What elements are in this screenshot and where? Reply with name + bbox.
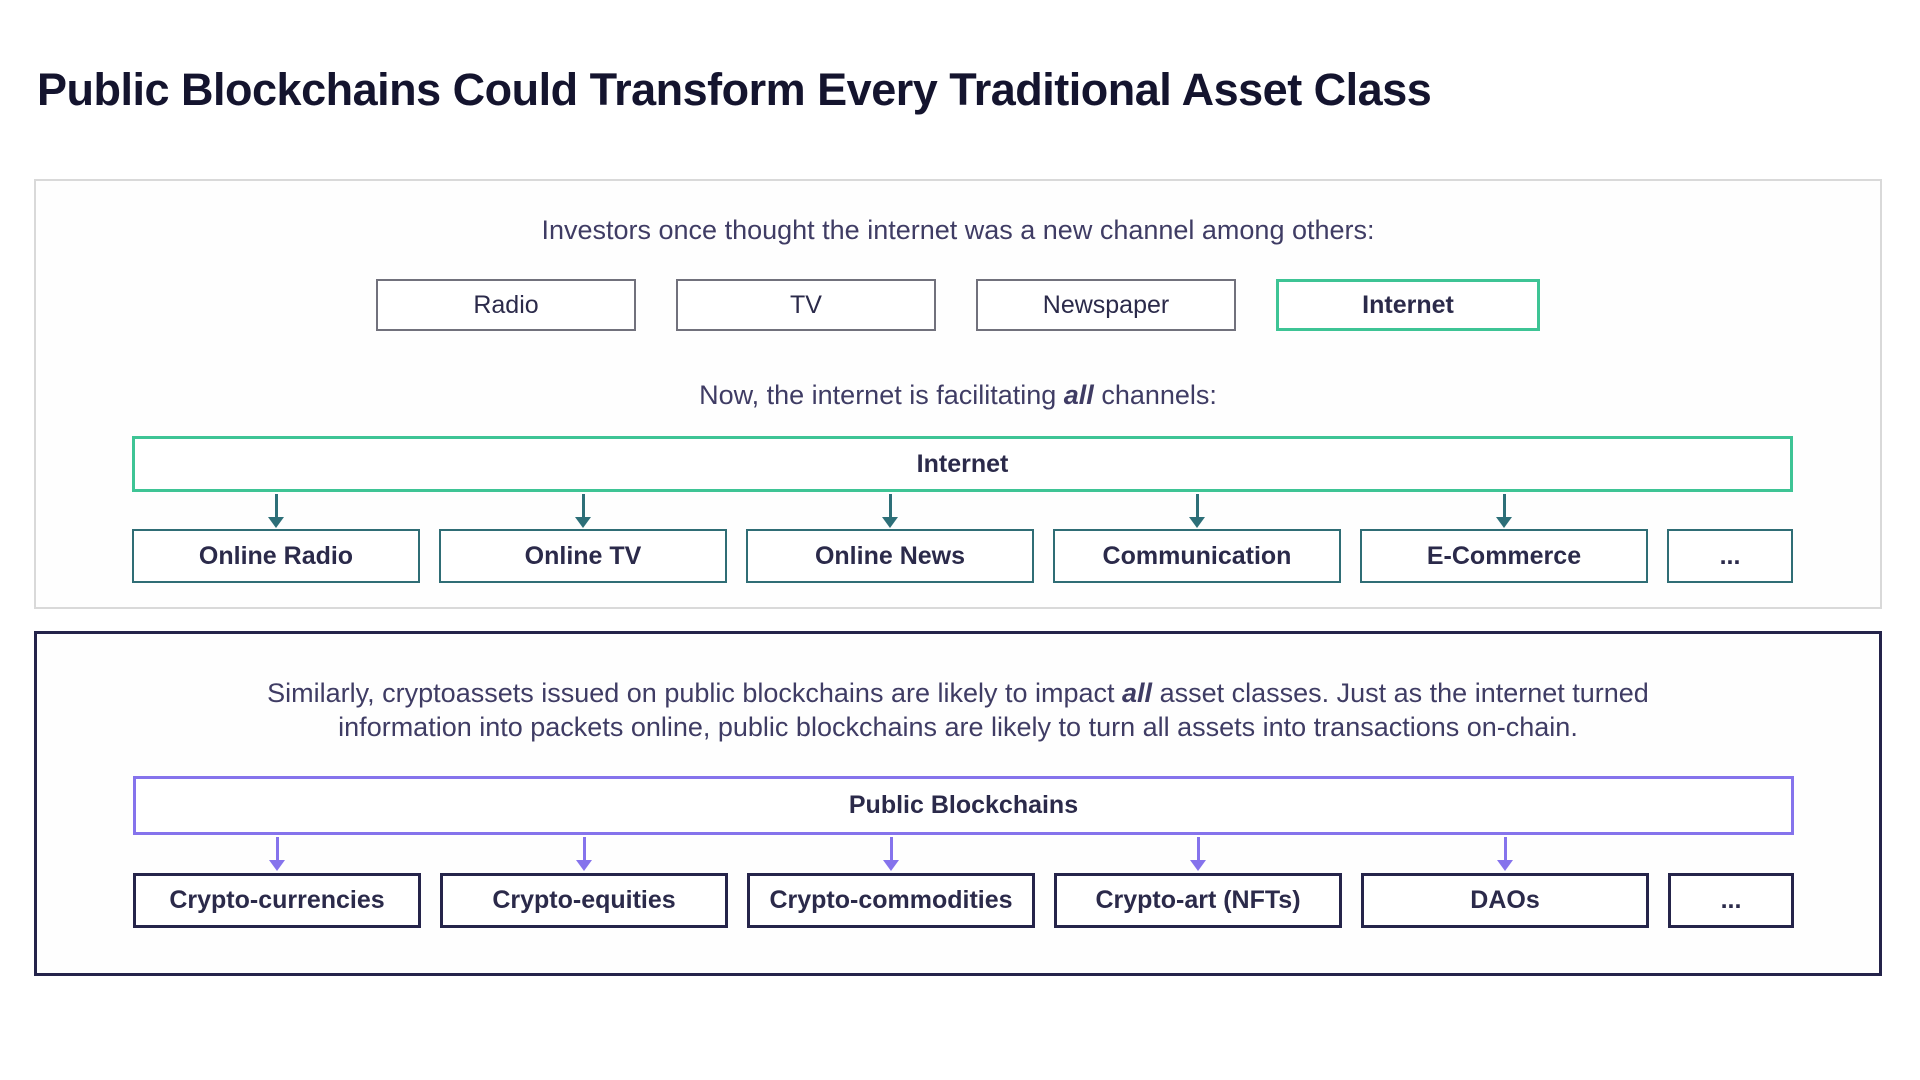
arrow-cell xyxy=(747,837,1035,871)
arrow-cell xyxy=(132,494,420,528)
down-arrow-icon xyxy=(1189,494,1205,528)
channel-label: Newspaper xyxy=(1042,290,1170,319)
asset-label: Crypto-equities xyxy=(492,886,676,914)
arrow-cell xyxy=(1360,494,1648,528)
arrow-cell-empty xyxy=(1667,494,1793,528)
arrow-cell xyxy=(1361,837,1649,871)
arrow-cell xyxy=(1054,837,1342,871)
channel-box-newspaper: Newspaper xyxy=(976,279,1236,331)
asset-label: DAOs xyxy=(1470,886,1540,914)
now-line-emphasis: all xyxy=(1063,380,1094,410)
internet-hub-label: Internet xyxy=(916,449,1009,478)
channel-label: Radio xyxy=(473,290,539,319)
blockchain-hub-label: Public Blockchains xyxy=(848,791,1079,819)
internet-child-online-news: Online News xyxy=(746,529,1034,583)
down-arrow-icon xyxy=(1190,837,1206,871)
legacy-channels-row: Radio TV Newspaper Internet xyxy=(36,279,1880,331)
child-label: E-Commerce xyxy=(1426,541,1582,570)
internet-child-ecommerce: E-Commerce xyxy=(1360,529,1648,583)
internet-child-online-radio: Online Radio xyxy=(132,529,420,583)
down-arrow-icon xyxy=(883,837,899,871)
arrow-cell xyxy=(439,494,727,528)
internet-now-text: Now, the internet is facilitating all ch… xyxy=(36,378,1880,412)
asset-label: ... xyxy=(1720,886,1742,914)
asset-label: Crypto-currencies xyxy=(169,886,385,914)
blockchain-intro-line1: Similarly, cryptoassets issued on public… xyxy=(37,676,1879,710)
asset-box-crypto-currencies: Crypto-currencies xyxy=(133,873,421,928)
asset-label: Crypto-art (NFTs) xyxy=(1095,886,1301,914)
asset-label: Crypto-commodities xyxy=(769,886,1013,914)
internet-children-row: Online Radio Online TV Online News Commu… xyxy=(132,529,1793,583)
down-arrow-icon xyxy=(1497,837,1513,871)
channel-box-tv: TV xyxy=(676,279,936,331)
down-arrow-icon xyxy=(575,494,591,528)
blockchain-children-row: Crypto-currencies Crypto-equities Crypto… xyxy=(133,873,1794,928)
channel-box-internet: Internet xyxy=(1276,279,1540,331)
child-label: Online News xyxy=(814,541,966,570)
asset-box-daos: DAOs xyxy=(1361,873,1649,928)
down-arrow-icon xyxy=(1496,494,1512,528)
internet-intro-line: Investors once thought the internet was … xyxy=(541,215,1375,245)
down-arrow-icon xyxy=(269,837,285,871)
arrow-cell xyxy=(1053,494,1341,528)
intro-line1-prefix: Similarly, cryptoassets issued on public… xyxy=(267,678,1123,708)
child-label: Online Radio xyxy=(198,541,354,570)
internet-panel: Investors once thought the internet was … xyxy=(34,179,1882,609)
page-title: Public Blockchains Could Transform Every… xyxy=(37,64,1432,115)
intro-line1-emphasis: all xyxy=(1122,678,1153,708)
internet-arrows-row xyxy=(132,494,1793,528)
child-label: Online TV xyxy=(524,541,642,570)
internet-child-online-tv: Online TV xyxy=(439,529,727,583)
down-arrow-icon xyxy=(576,837,592,871)
channel-box-radio: Radio xyxy=(376,279,636,331)
asset-box-ellipsis: ... xyxy=(1668,873,1794,928)
child-label: Communication xyxy=(1102,541,1292,570)
arrow-cell xyxy=(746,494,1034,528)
blockchain-intro-text: Similarly, cryptoassets issued on public… xyxy=(37,676,1879,744)
internet-intro-text: Investors once thought the internet was … xyxy=(36,213,1880,247)
channel-label: Internet xyxy=(1362,290,1454,319)
blockchain-intro-line2: information into packets online, public … xyxy=(338,712,1578,742)
asset-box-crypto-art-nfts: Crypto-art (NFTs) xyxy=(1054,873,1342,928)
now-line-suffix: channels: xyxy=(1093,380,1217,410)
arrow-cell-empty xyxy=(1668,837,1794,871)
channel-label: TV xyxy=(790,290,822,319)
child-label: ... xyxy=(1719,541,1741,570)
blockchain-hub-box: Public Blockchains xyxy=(133,776,1794,835)
asset-box-crypto-commodities: Crypto-commodities xyxy=(747,873,1035,928)
arrow-cell xyxy=(440,837,728,871)
intro-line1-suffix: asset classes. Just as the internet turn… xyxy=(1152,678,1649,708)
blockchain-arrows-row xyxy=(133,837,1794,871)
down-arrow-icon xyxy=(268,494,284,528)
arrow-cell xyxy=(133,837,421,871)
internet-hub-box: Internet xyxy=(132,436,1793,492)
now-line-prefix: Now, the internet is facilitating xyxy=(699,380,1064,410)
down-arrow-icon xyxy=(882,494,898,528)
internet-child-ellipsis: ... xyxy=(1667,529,1793,583)
internet-child-communication: Communication xyxy=(1053,529,1341,583)
asset-box-crypto-equities: Crypto-equities xyxy=(440,873,728,928)
blockchain-panel: Similarly, cryptoassets issued on public… xyxy=(34,631,1882,976)
